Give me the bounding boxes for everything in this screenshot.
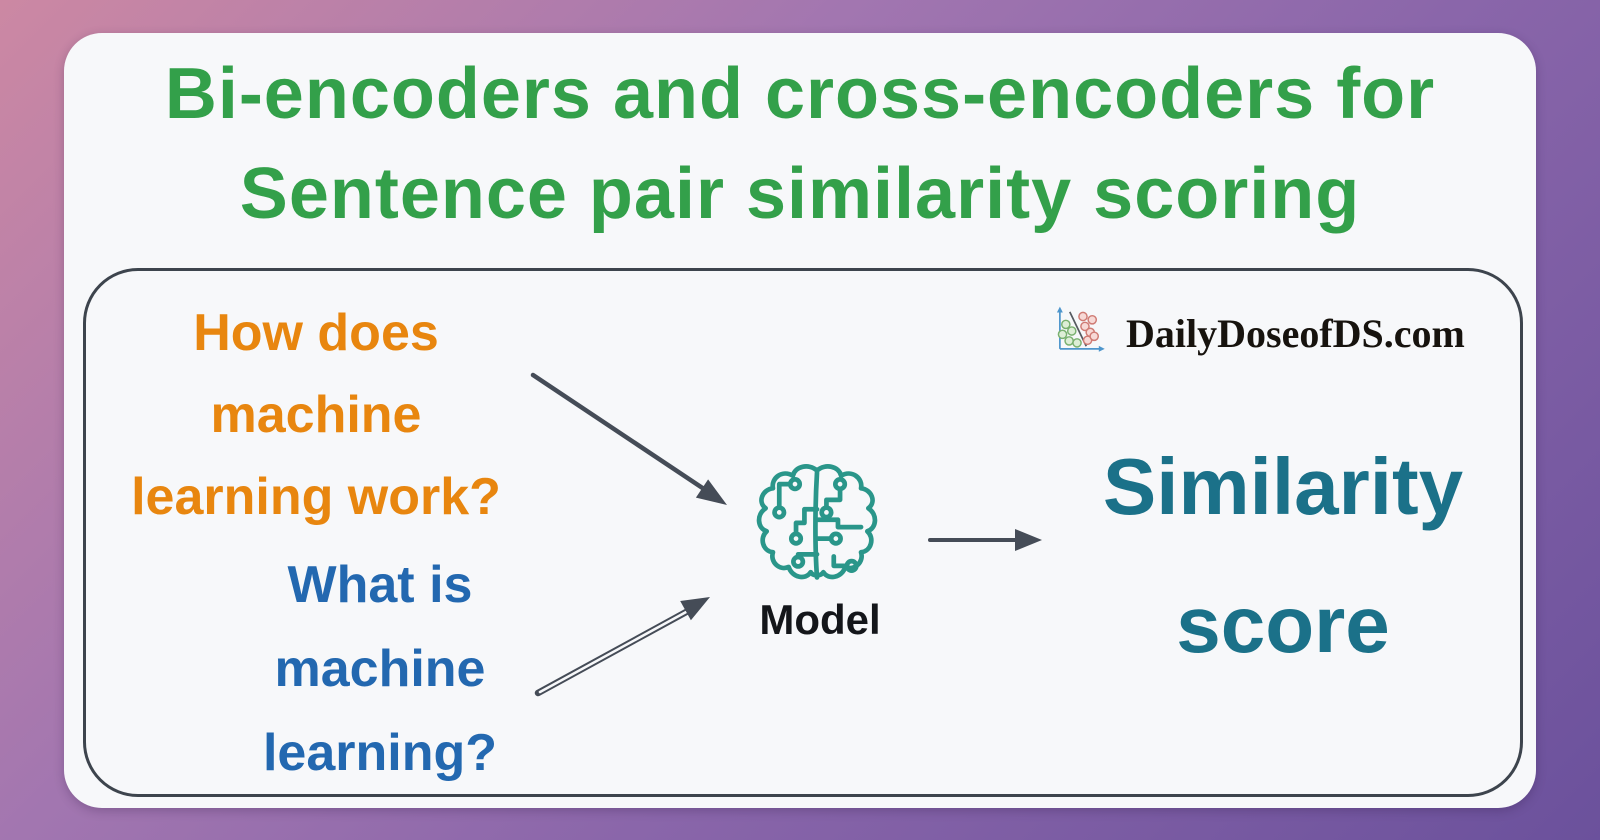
scatter-plot-icon <box>1056 306 1105 352</box>
question-bottom: What is machine learning? <box>150 543 610 795</box>
question-bottom-line-2: machine <box>274 640 486 698</box>
title-line-1: Bi-encoders and cross-encoders for <box>164 54 1436 134</box>
brain-midline <box>813 470 820 580</box>
x-axis-arrow-icon <box>1098 345 1105 352</box>
output-line-1: Similarity <box>1102 442 1464 531</box>
question-top: How does machine learning work? <box>86 292 546 538</box>
model-node <box>752 460 882 590</box>
title-line-2: Sentence pair similarity scoring <box>239 154 1361 234</box>
content-card <box>64 33 1536 808</box>
output-line-2: score <box>1176 580 1390 669</box>
question-top-line-2: machine <box>210 386 422 444</box>
question-bottom-line-1: What is <box>287 556 473 614</box>
model-label: Model <box>759 596 881 643</box>
green-points <box>1057 319 1082 348</box>
page-title: Bi-encoders and cross-encoders for Sente… <box>0 44 1600 244</box>
red-points <box>1078 311 1100 346</box>
branding: DailyDoseofDS.com <box>1048 298 1508 368</box>
brand-site-text: DailyDoseofDS.com <box>1126 310 1465 356</box>
output-text: Similarity score <box>1043 418 1523 694</box>
question-top-line-1: How does <box>193 304 439 362</box>
question-top-line-3: learning work? <box>131 468 501 526</box>
y-axis-arrow-icon <box>1056 306 1063 313</box>
question-bottom-line-3: learning? <box>262 724 498 782</box>
brain-circuit-icon <box>756 464 878 580</box>
diagram-frame <box>83 268 1523 797</box>
